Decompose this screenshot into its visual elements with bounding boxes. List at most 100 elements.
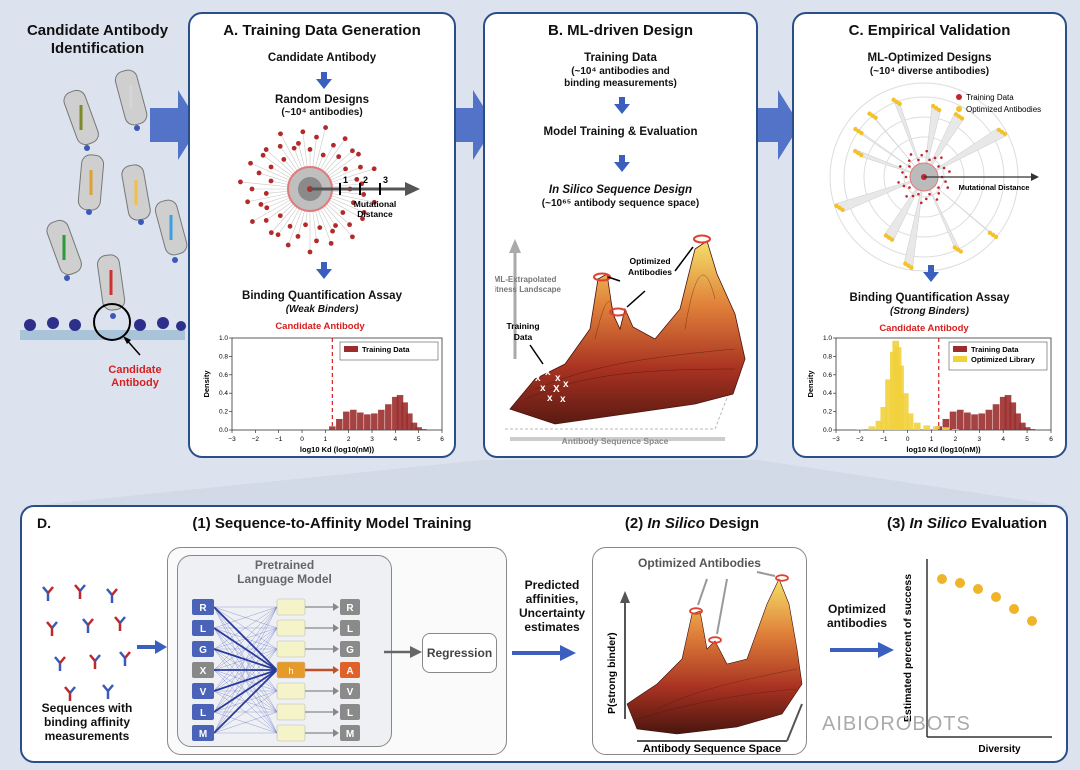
- output-token-label: L: [347, 624, 353, 635]
- x-axis-label: log10 Kd (log10(nM)): [300, 445, 375, 454]
- opt-2: antibodies: [826, 616, 887, 630]
- training-point: [928, 158, 931, 162]
- panel-d-label: D.: [37, 515, 51, 531]
- mutational-distance: Mutational Distance: [959, 183, 1030, 192]
- assay-subtitle: (Weak Binders): [285, 304, 359, 315]
- design-point: [260, 152, 266, 158]
- input-token-label: G: [199, 645, 207, 656]
- design-point: [245, 199, 251, 205]
- histogram-bar: [923, 425, 931, 430]
- y-tick-label: 0.8: [823, 353, 832, 360]
- training-point: [933, 156, 937, 160]
- training-point: [937, 192, 941, 195]
- svg-text:x: x: [560, 394, 566, 405]
- x-tick-label: 2: [954, 436, 958, 443]
- hidden-state: [276, 682, 306, 700]
- histogram-bar: [378, 409, 385, 430]
- design-point: [350, 148, 355, 154]
- histogram-bar: [978, 413, 986, 430]
- y-tick-label: 0.4: [219, 390, 228, 397]
- training-point: [917, 158, 920, 162]
- antibody-icon: [114, 616, 122, 631]
- training-point: [901, 171, 904, 174]
- zoom-projection: [20, 460, 1070, 507]
- y-axis-label: Density: [202, 370, 211, 398]
- histogram-bar: [942, 427, 950, 430]
- optimized-point: [859, 152, 864, 158]
- x-tick-label: 0: [906, 436, 910, 443]
- pred-3: Uncertainty: [518, 606, 586, 620]
- histogram-bar: [364, 414, 371, 430]
- training-point: [944, 180, 947, 183]
- panel-b-title: B. ML-driven Design: [547, 22, 693, 39]
- histogram-bar: [999, 396, 1007, 430]
- model-training: Model Training & Evaluation: [543, 126, 698, 138]
- histogram-bar: [385, 404, 392, 430]
- arrow-right-icon: [137, 640, 167, 654]
- optimized-point: [909, 265, 914, 270]
- design-point: [250, 219, 255, 224]
- design-point: [314, 238, 319, 244]
- design-point: [287, 223, 293, 229]
- histogram-bar: [913, 422, 921, 430]
- step1-title: (1) Sequence-to-Affinity Model Training: [192, 515, 472, 532]
- svg-text:x: x: [545, 367, 551, 378]
- distance-label: Distance: [357, 209, 393, 219]
- tick-label: 1: [343, 175, 348, 185]
- design-point: [263, 191, 269, 196]
- histogram-bar: [1004, 395, 1012, 430]
- histogram-bar: [1014, 413, 1021, 430]
- arrow-right-icon: [830, 642, 894, 658]
- antibody-icon: [102, 684, 110, 699]
- training-point: [911, 194, 915, 198]
- x-tick-label: 2: [347, 436, 351, 443]
- design-point: [356, 151, 361, 157]
- optimized-point: [840, 207, 845, 212]
- arrow-a-to-b: [445, 90, 495, 160]
- design-point: [296, 140, 301, 146]
- design-point: [295, 233, 301, 239]
- antibody-icon: [106, 588, 114, 603]
- histogram-bar: [932, 426, 940, 430]
- histogram-bar: [336, 418, 343, 430]
- optimized-point: [1002, 131, 1008, 137]
- candidate-antibody-label: Candidate Antibody: [108, 364, 162, 389]
- training-point: [908, 165, 911, 168]
- design-point: [354, 176, 360, 182]
- input-token: [192, 620, 214, 636]
- histogram-bar: [371, 413, 378, 430]
- output-token-label: V: [347, 687, 354, 698]
- design-point: [333, 223, 338, 228]
- input-token-label: X: [200, 666, 207, 677]
- design-point: [303, 222, 308, 228]
- design-point: [264, 205, 270, 211]
- output-token-label: L: [347, 708, 353, 719]
- svg-text:X: X: [553, 384, 560, 395]
- design-point: [263, 147, 269, 152]
- antibody-icon: [119, 651, 127, 666]
- hidden-state: [276, 598, 306, 616]
- design-point: [285, 242, 291, 248]
- tick-label: 2: [363, 175, 368, 185]
- design-point: [361, 192, 367, 197]
- optimized-point: [959, 116, 965, 121]
- design-point: [238, 179, 243, 185]
- arrow-to-regression: [384, 646, 422, 658]
- x-tick-label: 3: [978, 436, 982, 443]
- design-point: [268, 230, 274, 236]
- arrow-left-to-a: [150, 90, 200, 160]
- input-token: [192, 662, 214, 678]
- output-token: [340, 620, 360, 636]
- output-token: [340, 725, 360, 741]
- design-point: [314, 134, 319, 140]
- x-tick-label: 6: [1049, 436, 1053, 443]
- regression-box[interactable]: [422, 633, 497, 673]
- training-point: [937, 186, 940, 189]
- seq-space-d: Antibody Sequence Space: [643, 743, 781, 754]
- assay-title: Binding Quantification Assay: [242, 290, 402, 302]
- design-point: [268, 178, 274, 184]
- x-axis-label: log10 Kd (log10(nM)): [906, 445, 981, 454]
- legend-label: Training Data: [971, 345, 1019, 354]
